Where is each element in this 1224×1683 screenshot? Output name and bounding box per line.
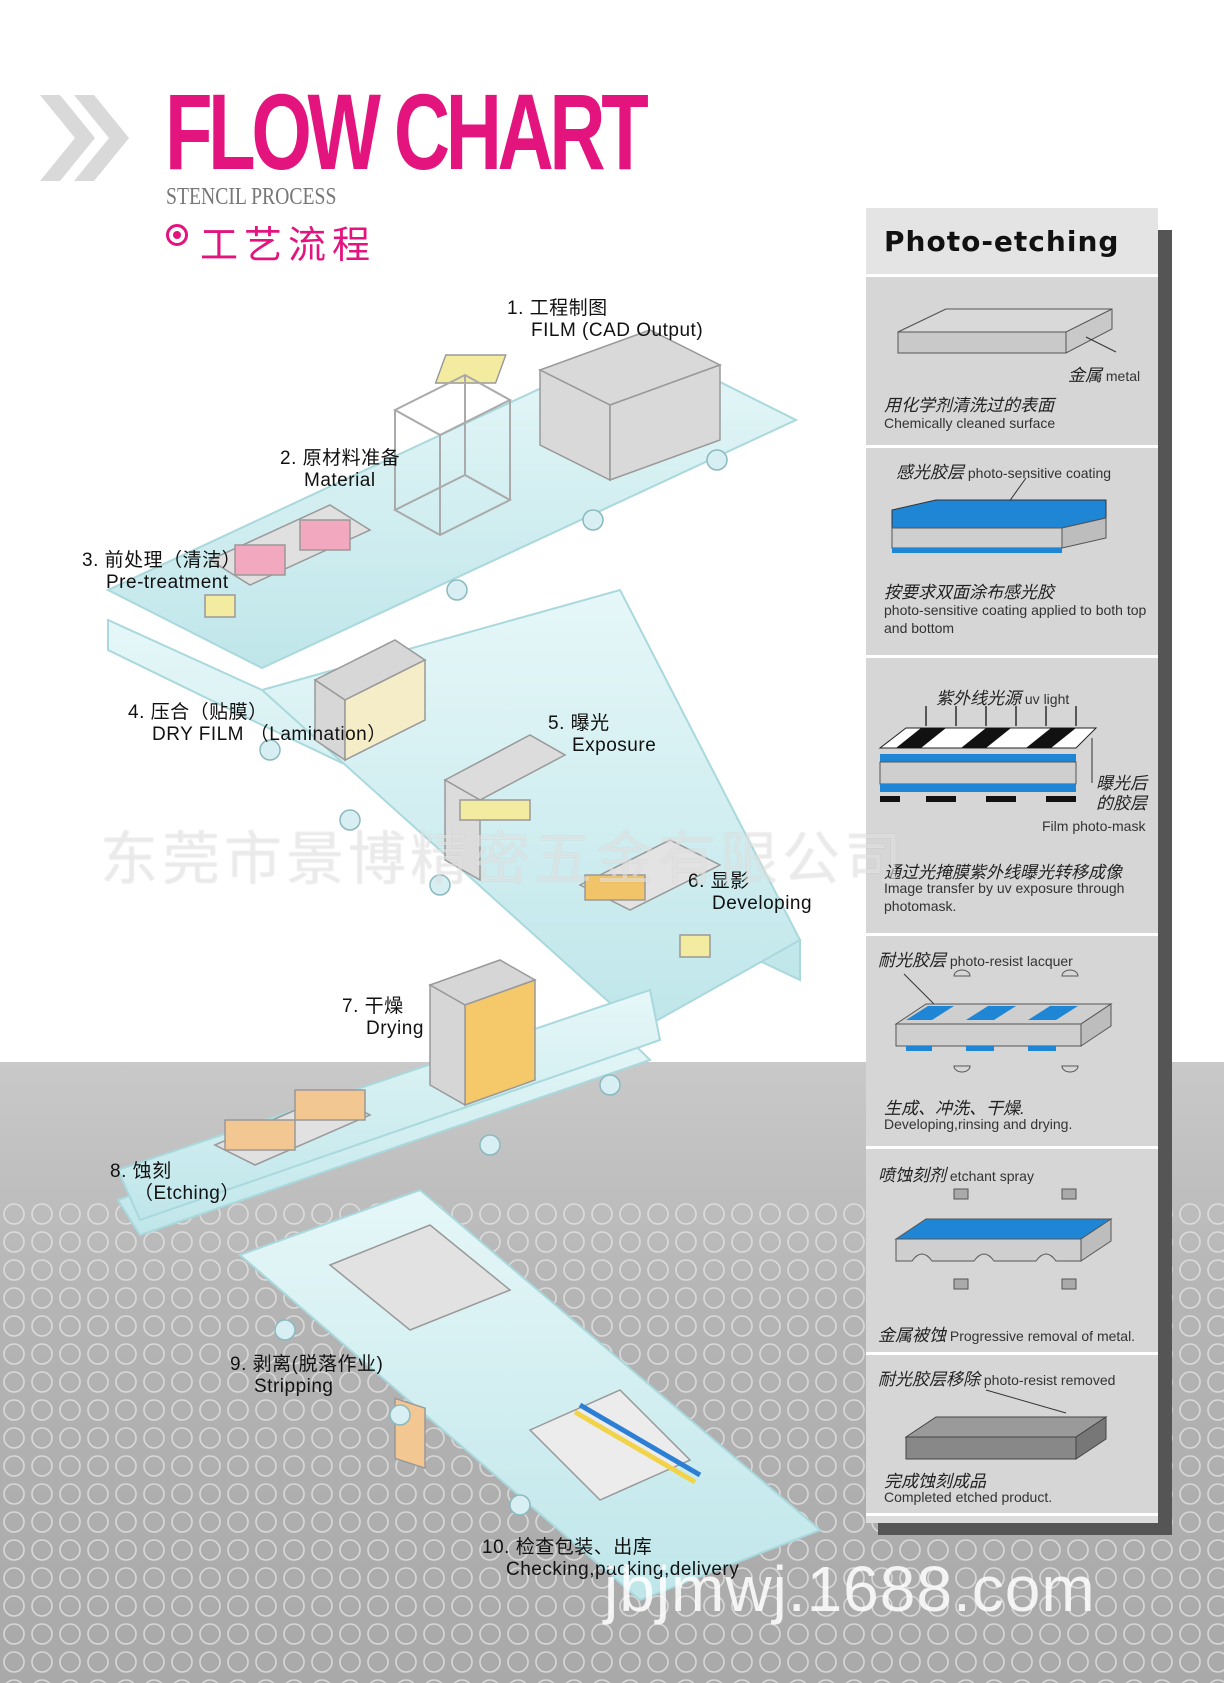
page-subtitle: STENCIL PROCESS <box>166 184 337 210</box>
coating-label-en: photo-sensitive coating <box>967 465 1112 481</box>
page-title: FLOW CHART <box>165 71 649 192</box>
stage-3-caption-en: Image transfer by uv exposure through ph… <box>884 880 1125 914</box>
machine-material-frame <box>392 373 513 537</box>
stage-resist-removed: 耐光胶层移除 photo-resist removed 完成蚀刻成品 Compl… <box>866 1355 1158 1516</box>
step-8-label: 8. 蚀刻（Etching） <box>110 1161 240 1204</box>
stage-developing: 耐光胶层 photo-resist lacquer 生成、冲洗、干燥. Deve… <box>866 936 1158 1149</box>
stage-4-caption-en: Developing,rinsing and drying. <box>884 1116 1073 1132</box>
step-9-label: 9. 剥离(脱落作业)Stripping <box>230 1354 384 1397</box>
resist-label-cn: 耐光胶层 <box>878 951 946 970</box>
step-4-label: 4. 压合（贴膜）DRY FILM （Lamination） <box>128 702 387 745</box>
metal-label-cn: 金属 <box>1068 366 1102 385</box>
chevron-arrows-icon <box>40 95 129 181</box>
coating-label-cn: 感光胶层 <box>896 463 964 482</box>
stage-1-caption-cn: 用化学剂清洗过的表面 <box>884 396 1054 415</box>
finished-product-illustration <box>904 1389 1108 1460</box>
conveyor-belt <box>105 340 822 1602</box>
photomask-label: Film photo-mask <box>1042 818 1146 834</box>
stage-exposure: 紫外线光源 uv light 曝光后的胶层 Film photo-mask 通过… <box>866 658 1158 936</box>
exposed-layer-label-2: 的胶层 <box>1096 794 1147 814</box>
machine-drying <box>428 959 537 1107</box>
resist-removed-label-cn: 耐光胶层移除 <box>878 1370 980 1389</box>
stage-3-caption-cn: 通过光掩膜紫外线曝光转移成像 <box>884 863 1122 882</box>
machine-checking <box>528 1389 702 1501</box>
uv-label-cn: 紫外线光源 <box>936 689 1021 708</box>
stage-5-caption-en: Progressive removal of metal. <box>949 1328 1136 1344</box>
etchant-label-cn: 喷蚀刻剂 <box>878 1166 946 1185</box>
photo-etching-panel: Photo-etching 金属 metal 用化学剂清洗过的表面 Chemic… <box>866 208 1158 1523</box>
uv-label-en: uv light <box>1024 691 1070 707</box>
panel-title: Photo-etching <box>866 208 1158 277</box>
machine-pretreatment <box>204 504 372 618</box>
conveyor-diagram <box>105 329 822 1602</box>
stage-5-caption-cn: 金属被蚀 <box>878 1326 946 1345</box>
machine-exposure <box>443 734 567 882</box>
machine-lamination <box>313 639 427 762</box>
stage-1-caption-en: Chemically cleaned surface <box>884 415 1056 431</box>
bullet-icon <box>166 224 188 246</box>
step-3-label: 3. 前处理（清洁）Pre-treatment <box>82 550 242 593</box>
stage-2-caption-cn: 按要求双面涂布感光胶 <box>884 583 1054 602</box>
stage-etching: 喷蚀刻剂 etchant spray 金属被蚀 Progressive remo… <box>866 1149 1158 1355</box>
resist-label-en: photo-resist lacquer <box>949 953 1073 969</box>
stage-2-caption-en: photo-sensitive coating applied to both … <box>884 602 1147 636</box>
stage-4-caption-cn: 生成、冲洗、干燥. <box>884 1099 1025 1118</box>
machine-etching <box>213 1089 372 1166</box>
etchant-label-en: etchant spray <box>949 1168 1034 1184</box>
coated-plate-illustration <box>891 477 1107 553</box>
machine-cad <box>434 329 722 482</box>
metal-label-en: metal <box>1105 368 1141 384</box>
developed-plate-illustration <box>894 969 1113 1073</box>
etching-illustration <box>894 1188 1113 1290</box>
stage-6-caption-cn: 完成蚀刻成品 <box>884 1472 986 1491</box>
resist-removed-label-en: photo-resist removed <box>983 1372 1116 1388</box>
metal-plate-illustration <box>897 308 1117 354</box>
site-watermark: jbjmwj.1688.com <box>604 1553 1096 1625</box>
stage-coating: 感光胶层 photo-sensitive coating 按要求双面涂布感光胶 … <box>866 448 1158 658</box>
conveyor-rollers <box>259 449 728 1516</box>
company-watermark: 东莞市景博精密五金有限公司 <box>100 825 907 893</box>
stage-metal: 金属 metal 用化学剂清洗过的表面 Chemically cleaned s… <box>866 277 1158 448</box>
exposed-layer-label-1: 曝光后 <box>1096 774 1147 793</box>
machine-developing <box>578 839 722 958</box>
chinese-title: 工艺流程 <box>200 223 377 267</box>
stage-6-caption-en: Completed etched product. <box>884 1489 1053 1505</box>
uv-exposure-illustration <box>878 706 1098 802</box>
